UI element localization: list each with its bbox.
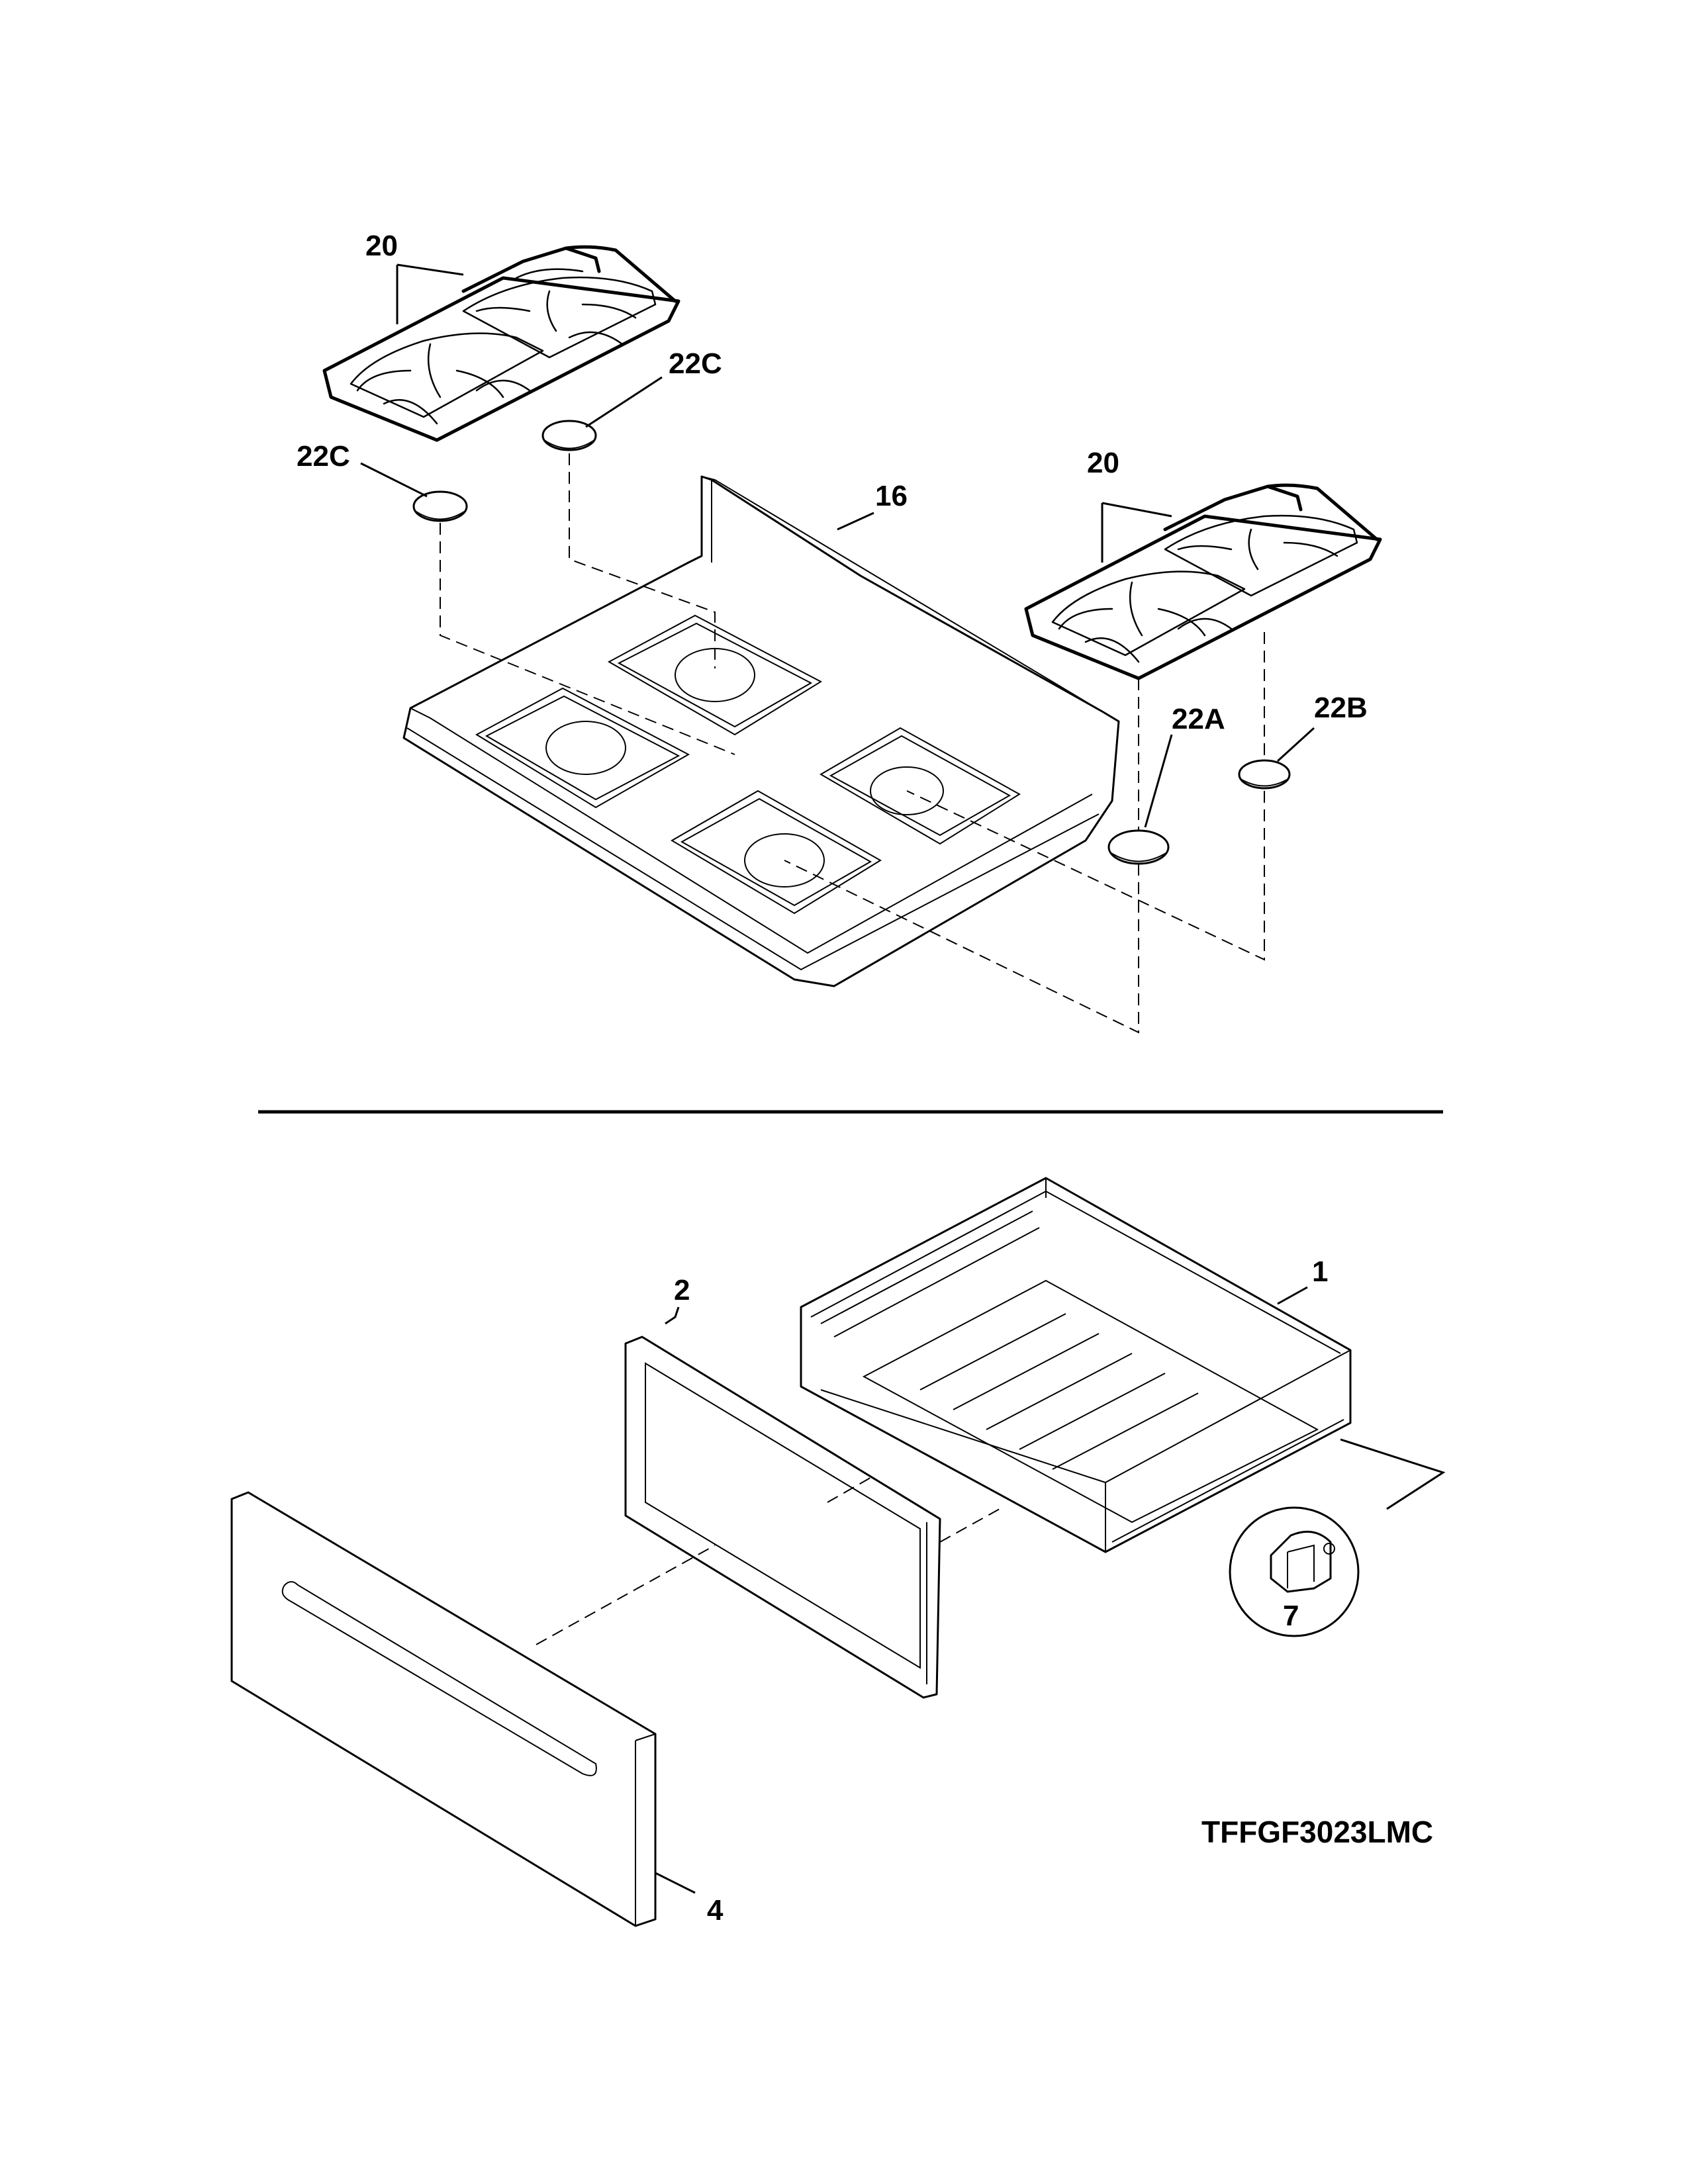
drawer-clip-detail <box>1229 1506 1360 1637</box>
burner-cap-22b <box>1238 759 1291 790</box>
burner-cap-22a <box>1107 829 1170 865</box>
callout-4: 4 <box>707 1894 724 1927</box>
burner-cap-22c-lower <box>412 490 468 522</box>
cooktop-panel <box>402 475 1120 987</box>
drawer-inner-panel <box>624 1336 941 1699</box>
callout-7: 7 <box>1283 1600 1299 1632</box>
right-burner-grates <box>1024 483 1382 680</box>
callout-1: 1 <box>1312 1255 1329 1288</box>
callout-2: 2 <box>674 1274 690 1306</box>
callout-20-right: 20 <box>1087 447 1119 479</box>
callout-22a: 22A <box>1172 703 1225 735</box>
callout-22c-upper: 22C <box>669 347 722 380</box>
callout-16: 16 <box>875 480 908 512</box>
burner-cap-22c-upper <box>541 420 597 451</box>
model-number: TFFGF3023LMC <box>1201 1815 1434 1849</box>
drawer-front <box>230 1491 657 1927</box>
callout-22c-lower: 22C <box>297 440 350 473</box>
drawer-body <box>800 1177 1352 1553</box>
left-burner-grates <box>322 245 680 442</box>
callout-22b: 22B <box>1314 692 1368 724</box>
callout-20-left: 20 <box>365 230 398 262</box>
